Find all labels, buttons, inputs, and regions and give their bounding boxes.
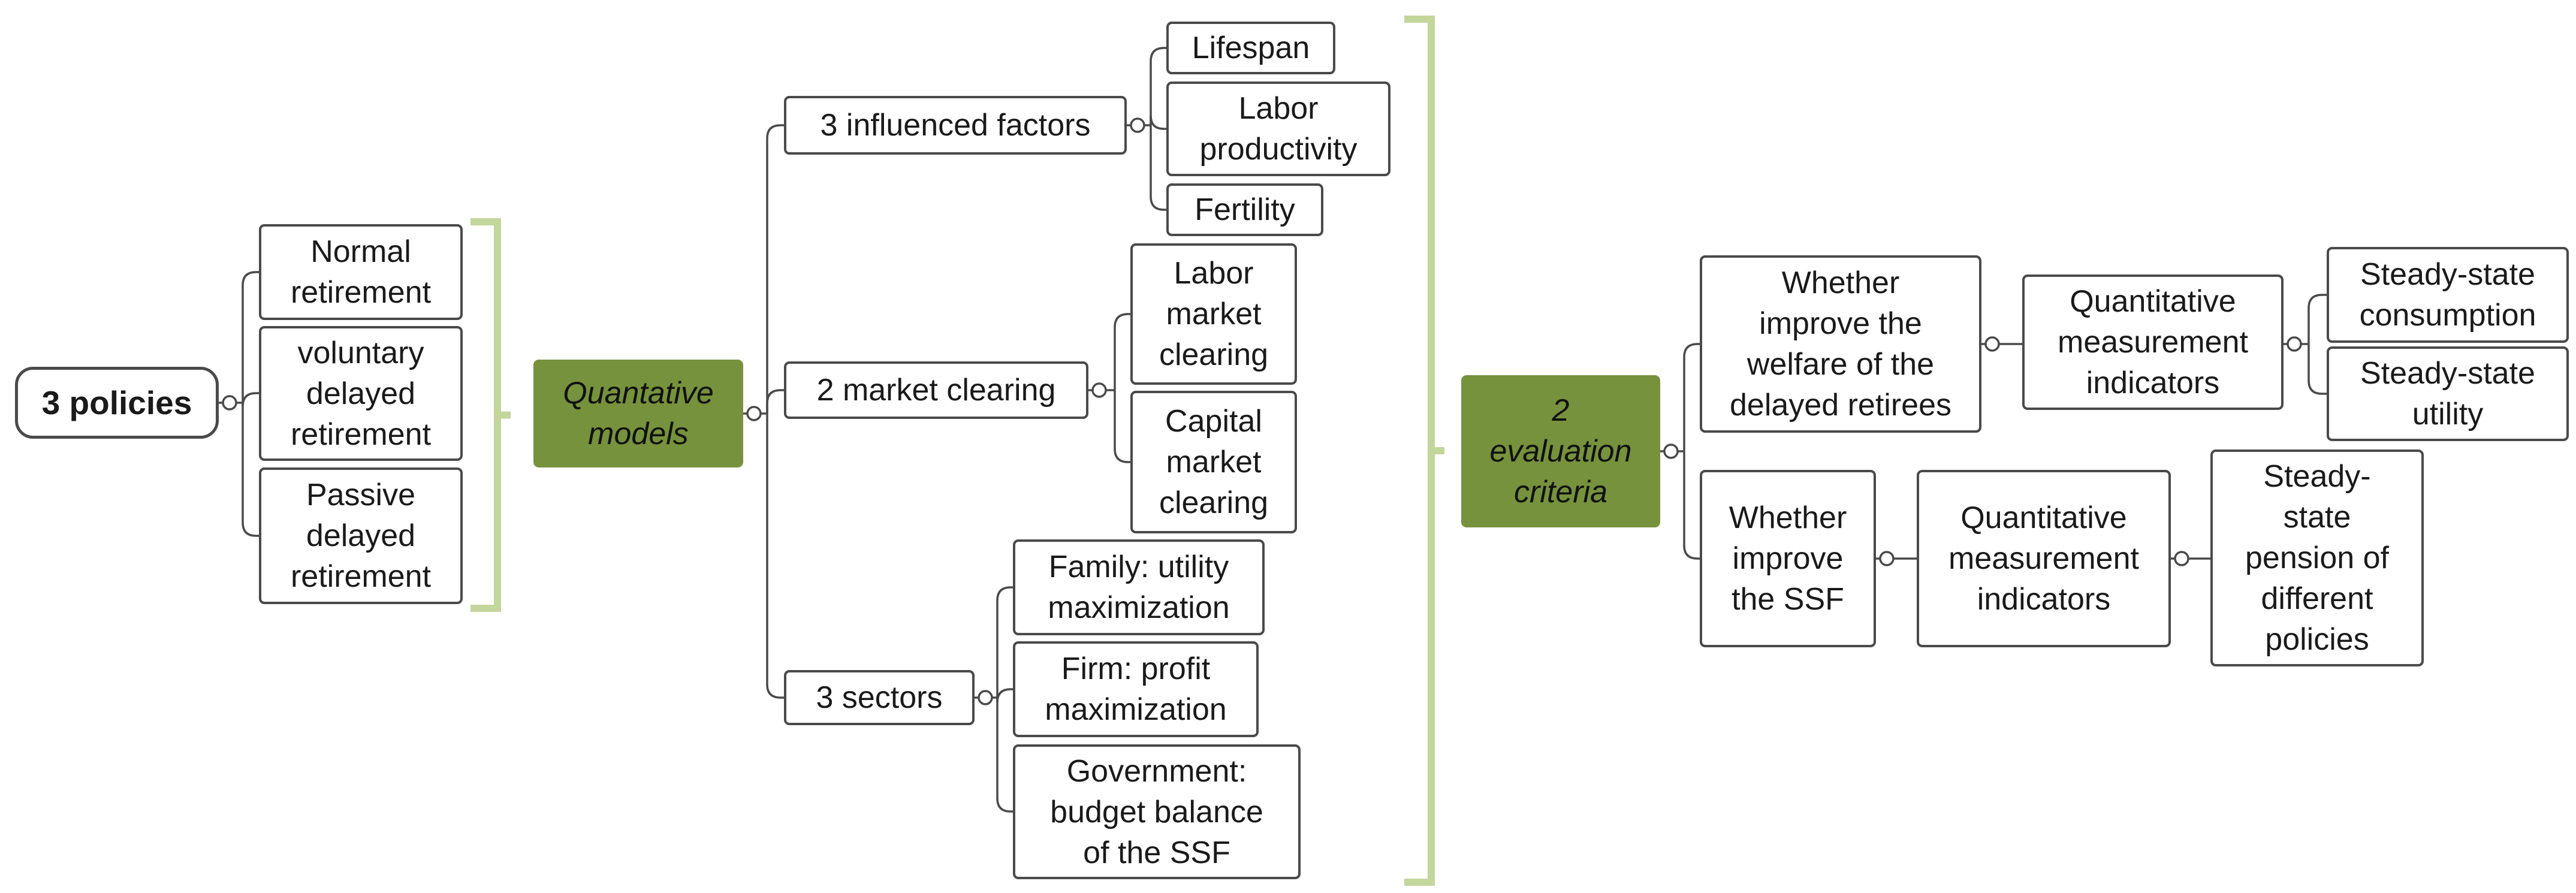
root-tree-collapse-dot bbox=[222, 395, 237, 411]
factors-tree-branch-0 bbox=[1150, 47, 1166, 125]
welfare-indicator-collapse-dot bbox=[1984, 336, 2000, 352]
factors-tree-branch-1 bbox=[1150, 115, 1166, 130]
clearing-tree-collapse-dot bbox=[1091, 382, 1107, 398]
models-tree-branch-1 bbox=[766, 389, 784, 414]
welfare-items-tree-branch-0 bbox=[2307, 294, 2327, 344]
sectors-tree-collapse-dot bbox=[978, 690, 993, 705]
clearing-tree-branch-0 bbox=[1114, 313, 1130, 390]
policy-voluntary-delayed[interactable]: voluntary delayed retirement bbox=[259, 326, 463, 461]
clearing-labor-market[interactable]: Labor market clearing bbox=[1130, 243, 1297, 385]
models-tree-branch-2 bbox=[766, 414, 784, 699]
criterion-ssf[interactable]: Whether improve the SSF bbox=[1700, 470, 1876, 647]
sectors-tree-branch-0 bbox=[996, 586, 1013, 698]
factor-fertility[interactable]: Fertility bbox=[1166, 183, 1323, 236]
sectors-node[interactable]: 3 sectors bbox=[784, 670, 975, 725]
criteria-tree-branch-1 bbox=[1683, 451, 1700, 560]
policy-normal-retirement[interactable]: Normal retirement bbox=[259, 224, 463, 320]
clearing-capital-market[interactable]: Capital market clearing bbox=[1130, 391, 1297, 533]
models-bracket bbox=[1404, 16, 1444, 886]
ssf-indicator-collapse-dot bbox=[1879, 551, 1895, 566]
models-tree-branch-0 bbox=[766, 124, 784, 414]
ssf-steady-state-pension[interactable]: Steady- state pension of different polic… bbox=[2210, 449, 2424, 666]
ssf-indicators[interactable]: Quantitative measurement indicators bbox=[1917, 470, 2171, 647]
root-tree-branch-2 bbox=[242, 403, 259, 537]
sector-government[interactable]: Government: budget balance of the SSF bbox=[1013, 744, 1301, 879]
sector-family[interactable]: Family: utility maximization bbox=[1013, 539, 1265, 635]
ssf-pension-collapse-dot bbox=[2174, 551, 2189, 566]
factor-lifespan[interactable]: Lifespan bbox=[1166, 22, 1335, 74]
models-tree-collapse-dot bbox=[746, 406, 762, 421]
root-tree-branch-0 bbox=[242, 271, 259, 403]
criterion-welfare[interactable]: Whether improve the welfare of the delay… bbox=[1700, 255, 1981, 433]
welfare-items-tree-collapse-dot bbox=[2287, 336, 2302, 352]
welfare-steady-state-consumption[interactable]: Steady-state consumption bbox=[2327, 247, 2569, 343]
root-node-policies[interactable]: 3 policies bbox=[15, 367, 219, 439]
hub-evaluation-criteria[interactable]: 2 evaluation criteria bbox=[1461, 375, 1660, 527]
sectors-tree-branch-1 bbox=[996, 688, 1013, 703]
criteria-tree-branch-0 bbox=[1683, 343, 1700, 451]
sectors-tree-branch-2 bbox=[996, 698, 1013, 813]
clearing-tree-branch-1 bbox=[1114, 390, 1130, 463]
clearing-node[interactable]: 2 market clearing bbox=[784, 361, 1088, 419]
welfare-items-tree-branch-1 bbox=[2307, 344, 2327, 395]
root-tree-branch-1 bbox=[242, 392, 259, 407]
welfare-steady-state-utility[interactable]: Steady-state utility bbox=[2327, 346, 2569, 441]
policy-passive-delayed[interactable]: Passive delayed retirement bbox=[259, 467, 463, 604]
criteria-tree-collapse-dot bbox=[1663, 444, 1679, 459]
welfare-indicators[interactable]: Quantitative measurement indicators bbox=[2022, 274, 2284, 410]
factor-labor-productivity[interactable]: Labor productivity bbox=[1166, 82, 1390, 176]
factors-node[interactable]: 3 influenced factors bbox=[784, 96, 1127, 155]
sector-firm[interactable]: Firm: profit maximization bbox=[1013, 641, 1259, 737]
policies-bracket bbox=[470, 218, 511, 612]
factors-tree-collapse-dot bbox=[1130, 117, 1145, 133]
factors-tree-branch-2 bbox=[1150, 125, 1166, 211]
hub-quantative-models[interactable]: Quantative models bbox=[533, 360, 743, 467]
